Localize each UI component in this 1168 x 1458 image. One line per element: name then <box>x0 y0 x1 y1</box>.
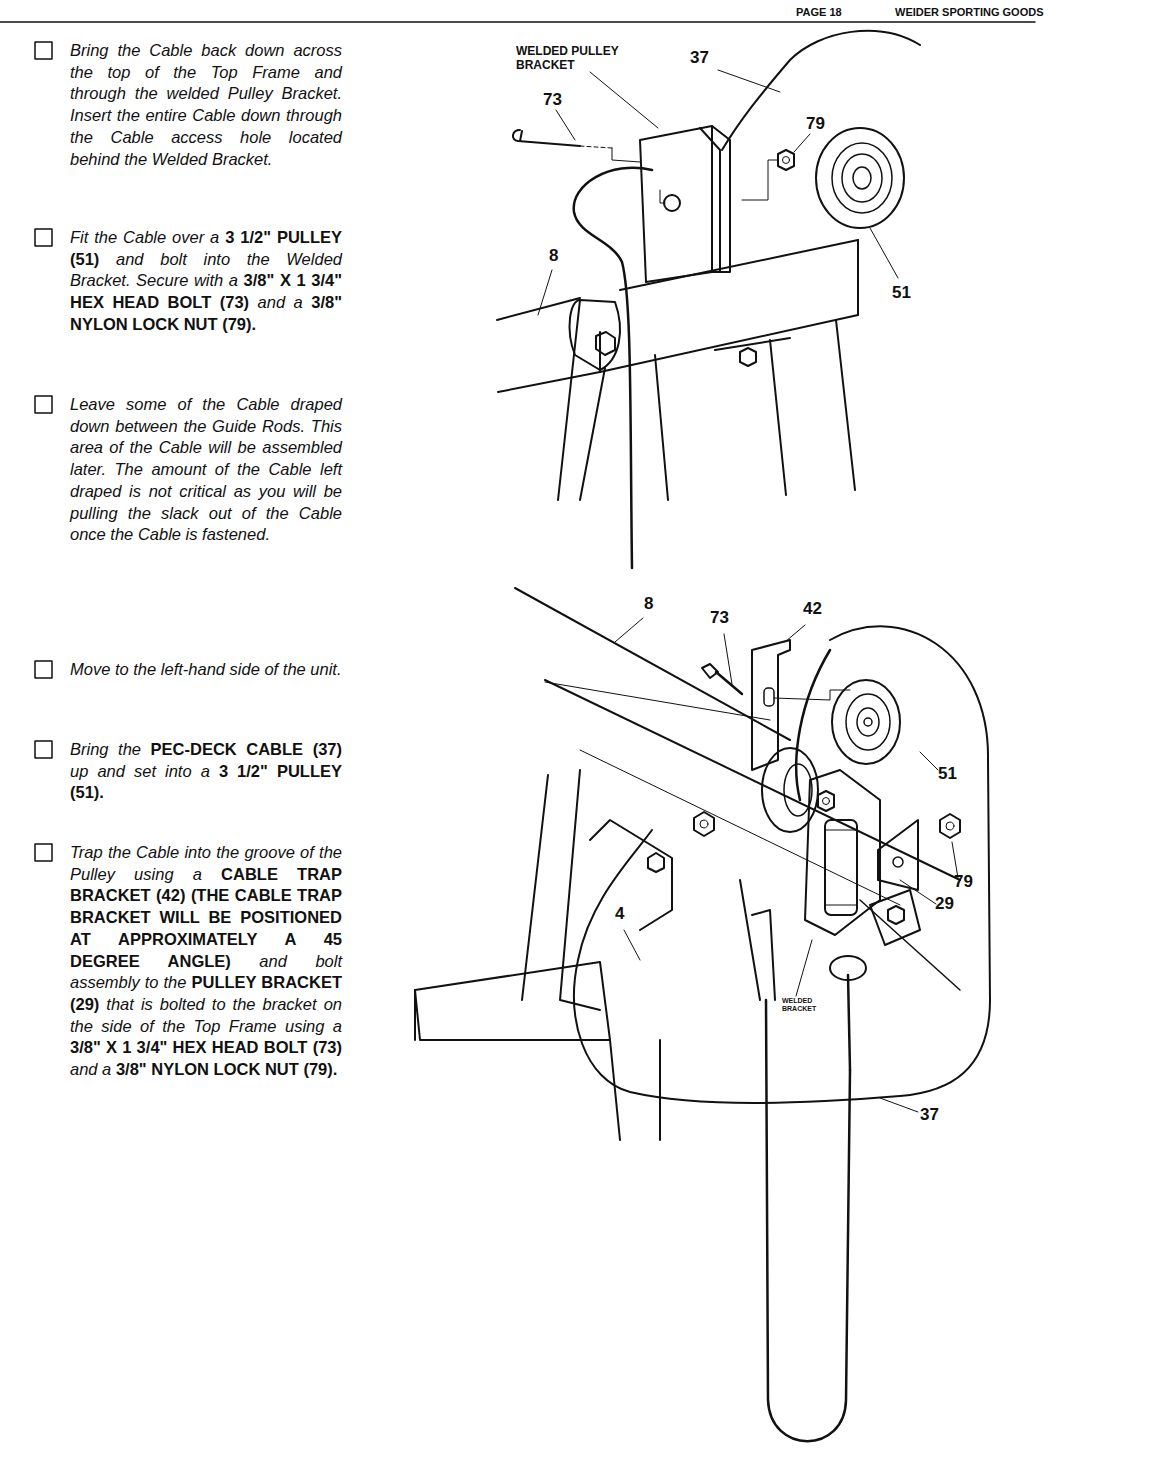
callout-number: 8 <box>549 246 558 266</box>
callout-number: 42 <box>803 599 822 619</box>
instruction-text: Leave some of the Cable draped down betw… <box>70 395 342 543</box>
part-name: WELDED BRACKET <box>782 997 822 1013</box>
callout-number: 51 <box>892 283 911 303</box>
instruction-text: and a <box>70 1060 111 1078</box>
instruction-text: and a <box>258 293 303 311</box>
instruction-text: Move to the left-hand side of the unit. <box>70 660 342 678</box>
callout-number: 37 <box>690 48 709 68</box>
instruction-step: Bring the Cable back down across the top… <box>70 40 342 170</box>
callout-number: 79 <box>954 872 973 892</box>
part-name: WELDED PULLEY BRACKET <box>516 44 646 72</box>
callout-number: 51 <box>938 764 957 784</box>
instruction-step: Fit the Cable over a 3 1/2" PULLEY (51) … <box>70 227 342 336</box>
callout-number: 79 <box>806 114 825 134</box>
instruction-text: that is bolted to the bracket on the sid… <box>70 995 342 1035</box>
instruction-step: Move to the left-hand side of the unit. <box>70 659 342 681</box>
part-callout: PEC-DECK CABLE (37) <box>151 740 342 758</box>
page-number: PAGE 18 <box>796 6 842 18</box>
brand-name: WEIDER SPORTING GOODS <box>895 6 1044 18</box>
callout-number: 8 <box>644 594 653 614</box>
instruction-text: Bring the Cable back down across the top… <box>70 41 342 168</box>
instruction-step: Bring the PEC-DECK CABLE (37) up and set… <box>70 739 342 804</box>
callout-number: 73 <box>710 608 729 628</box>
instruction-step: Trap the Cable into the groove of the Pu… <box>70 842 342 1081</box>
part-callout: 3/8" NYLON LOCK NUT (79). <box>116 1060 337 1078</box>
instruction-step: Leave some of the Cable draped down betw… <box>70 394 342 546</box>
instruction-text: Bring the <box>70 740 141 758</box>
callout-number: 37 <box>920 1105 939 1125</box>
instruction-text: up and set into a <box>70 762 210 780</box>
part-callout: 3/8" X 1 3/4" HEX HEAD BOLT (73) <box>70 1038 342 1056</box>
callout-number: 4 <box>615 904 624 924</box>
callout-number: 73 <box>543 90 562 110</box>
callout-number: 29 <box>935 894 954 914</box>
instruction-text: Fit the Cable over a <box>70 228 219 246</box>
